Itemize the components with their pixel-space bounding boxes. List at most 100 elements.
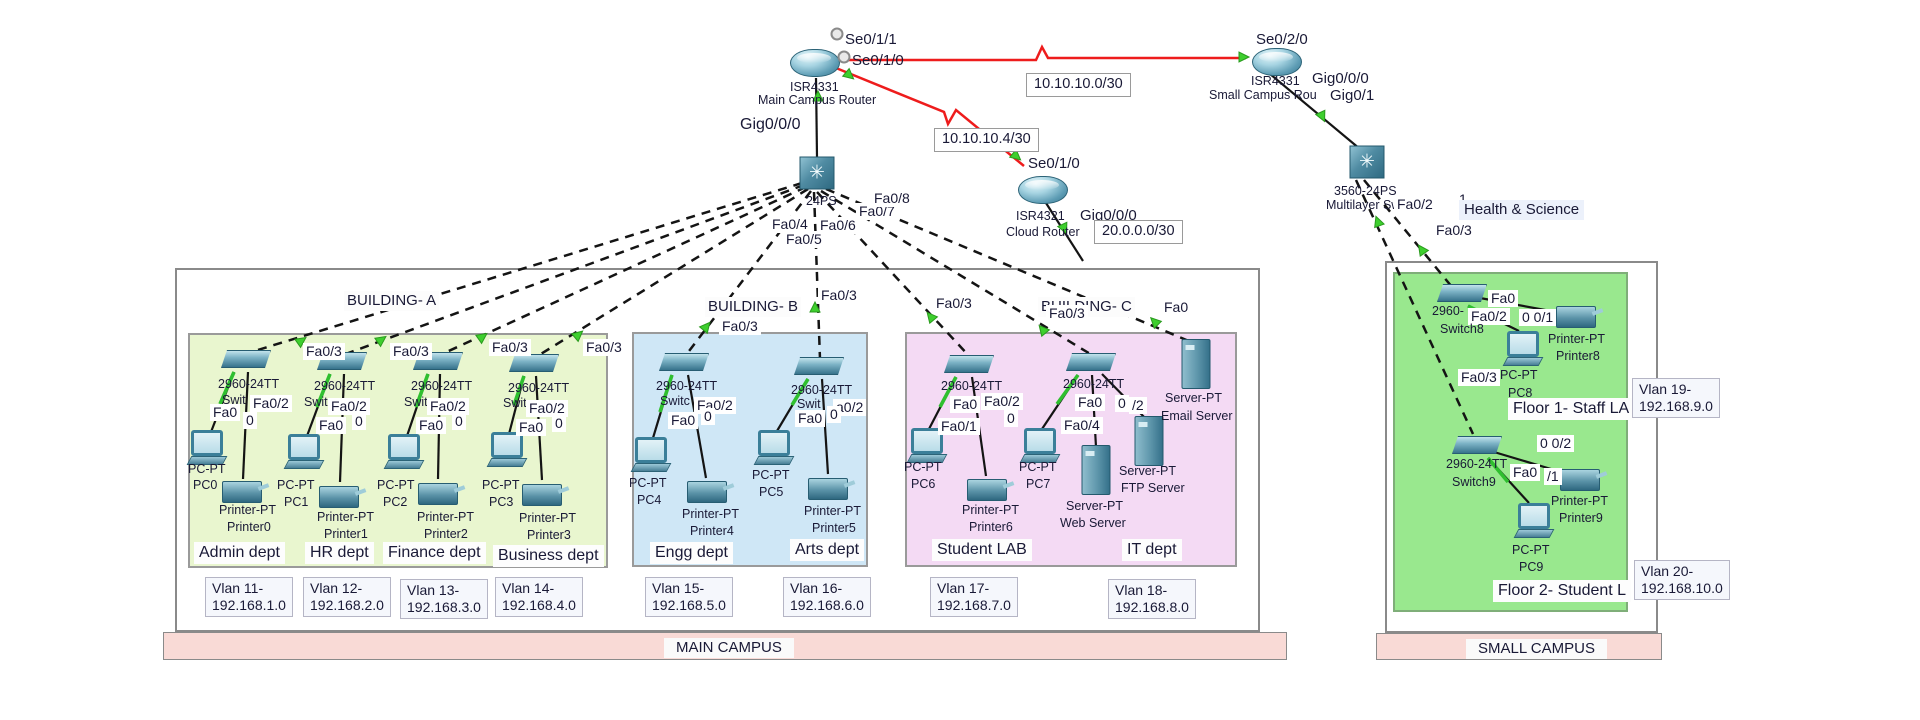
email-server-icon[interactable]	[1181, 339, 1211, 389]
printer9-icon[interactable]	[1560, 469, 1600, 491]
link-serial[interactable]	[838, 44, 1246, 62]
link-status-arrow	[474, 332, 488, 345]
port-label: Fa0/3	[489, 339, 531, 357]
port-label: Fa0	[1488, 290, 1519, 308]
switch9-icon[interactable]	[1452, 436, 1502, 454]
device-name-label: Swit	[503, 396, 527, 410]
printer0-icon[interactable]	[222, 481, 262, 503]
clock-icon	[837, 50, 851, 64]
link-dashed[interactable]	[247, 181, 803, 355]
port-label: 0 0/2	[1537, 435, 1575, 453]
link-green	[512, 375, 526, 406]
pc1-icon[interactable]	[286, 434, 322, 468]
pc2-icon[interactable]	[386, 434, 422, 468]
model-label: 2960-24TT	[941, 379, 1003, 393]
main-campus-router-icon[interactable]	[790, 49, 840, 77]
printer6-icon[interactable]	[967, 479, 1007, 501]
port-label: Se0/1/0	[852, 52, 904, 69]
vlan-label: Vlan 20- 192.168.10.0	[1634, 560, 1730, 601]
dept-label: Admin dept	[194, 542, 285, 564]
port-label: Fa0/4	[769, 216, 811, 234]
main-multilayer-switch-icon[interactable]	[799, 156, 835, 190]
cloud-router-icon[interactable]	[1018, 176, 1068, 204]
port-label: Fa0/2	[1394, 196, 1436, 214]
device-name-label: Email Server	[1161, 409, 1233, 423]
port-label: Fa0/3	[390, 343, 432, 361]
model-label: 2960-24TT	[1446, 457, 1508, 471]
printer3-icon[interactable]	[522, 484, 562, 506]
printer4-icon[interactable]	[687, 481, 727, 503]
link-dashed[interactable]	[342, 183, 805, 357]
switch0-icon[interactable]	[221, 350, 271, 368]
link-status-arrow	[841, 67, 855, 80]
port-label: Fa0/3	[818, 287, 860, 305]
port-label: 0 0/1	[1519, 309, 1557, 327]
pc5-icon[interactable]	[756, 430, 792, 464]
switch6-icon[interactable]	[944, 355, 994, 373]
model-label: 24PS	[806, 194, 837, 208]
printer5-icon[interactable]	[808, 478, 848, 500]
link-dashed[interactable]	[812, 191, 822, 360]
small-campus-router-icon[interactable]	[1252, 48, 1302, 76]
pc4-icon[interactable]	[633, 437, 669, 471]
pc8-icon[interactable]	[1505, 331, 1541, 365]
port-label: Fa0/3	[933, 295, 975, 313]
link-status-arrow	[1374, 215, 1385, 229]
pc3-icon[interactable]	[489, 432, 525, 466]
model-label: Printer-PT	[1551, 494, 1608, 508]
network-label: 10.10.10.4/30	[934, 128, 1039, 152]
ftp-server-icon[interactable]	[1134, 416, 1164, 466]
link-dashed[interactable]	[535, 187, 809, 359]
switch5-icon[interactable]	[794, 357, 844, 375]
device-name-label: Swit	[304, 395, 328, 409]
port-label: Gig0/0/0	[1312, 70, 1369, 87]
link-status-arrow	[812, 89, 824, 102]
switch3-icon[interactable]	[509, 354, 559, 372]
port-label: a0/2	[833, 399, 867, 417]
dept-label: IT dept	[1122, 539, 1182, 561]
vlan-label: Vlan 12- 192.168.2.0	[303, 577, 391, 618]
pc0-icon[interactable]	[189, 430, 225, 464]
port-label: Fa0/3	[1458, 369, 1500, 387]
model-label: Printer-PT	[682, 507, 739, 521]
switch8-icon[interactable]	[1437, 284, 1487, 302]
campus-label: SMALL CAMPUS	[1466, 639, 1607, 660]
device-name-label: Swit	[222, 393, 246, 407]
port-label: Fa0	[795, 410, 826, 428]
small-campus-green-box	[1393, 272, 1628, 612]
model-label: 3560-24PS	[1334, 184, 1397, 198]
link-solid[interactable]	[1269, 73, 1361, 150]
model-label: 2960-24TT	[218, 377, 280, 391]
port-label: Fa0	[950, 396, 981, 414]
dept-label: Engg dept	[650, 542, 733, 564]
link-dashed[interactable]	[1363, 179, 1453, 288]
small-multilayer-switch-icon[interactable]	[1349, 145, 1385, 179]
switch7-icon[interactable]	[1066, 353, 1116, 371]
dept-label: Business dept	[493, 545, 604, 567]
device-name-label: Switc	[660, 394, 690, 408]
vlan-label: Vlan 15- 192.168.5.0	[645, 577, 733, 618]
switch4-icon[interactable]	[659, 353, 709, 371]
link-green	[218, 371, 236, 405]
link-dashed[interactable]	[439, 185, 807, 357]
port-label: Fa0/3	[583, 339, 625, 357]
printer2-icon[interactable]	[418, 483, 458, 505]
device-name-label: PC2	[383, 495, 408, 509]
port-label: Se0/2/0	[1256, 31, 1308, 48]
port-label: Fa0/5	[783, 231, 825, 249]
pc9-icon[interactable]	[1516, 503, 1552, 537]
web-server-icon[interactable]	[1081, 445, 1111, 495]
network-label: 10.10.10.0/30	[1026, 73, 1131, 97]
model-label: Server-PT	[1119, 464, 1176, 478]
port-label: /1	[1544, 468, 1562, 486]
printer8-icon[interactable]	[1556, 306, 1596, 328]
building-label: BUILDING- A	[344, 291, 440, 312]
device-name-label: Web Server	[1060, 516, 1126, 530]
link-solid[interactable]	[814, 77, 819, 158]
port-label: 0	[552, 415, 566, 433]
port-label: Fa0	[416, 417, 447, 435]
pc7-icon[interactable]	[1022, 428, 1058, 462]
pc6-icon[interactable]	[909, 428, 945, 462]
link-status-arrow	[698, 321, 711, 335]
printer1-icon[interactable]	[319, 486, 359, 508]
